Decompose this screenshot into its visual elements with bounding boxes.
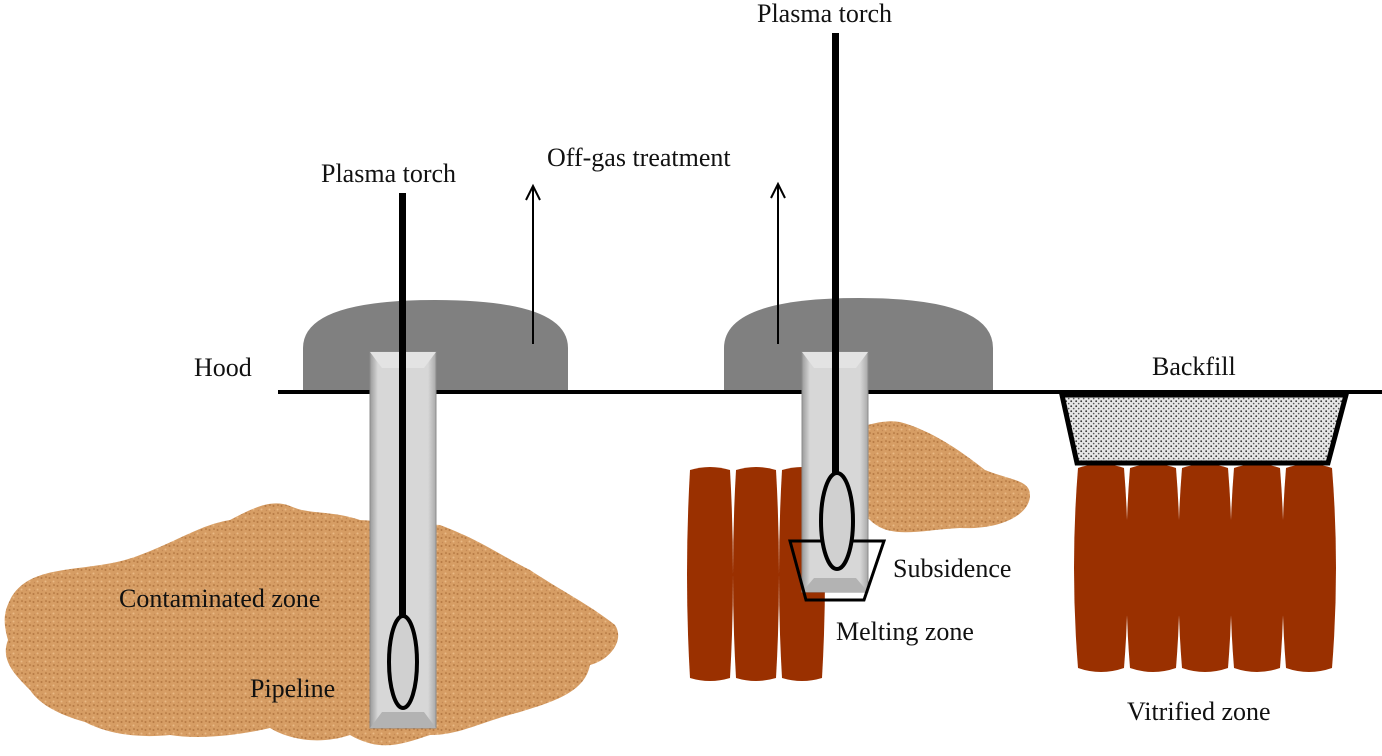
plasma-torch-right-rod bbox=[832, 33, 839, 478]
vitrified-column bbox=[1282, 464, 1336, 672]
plasma-torch-right-label: Plasma torch bbox=[757, 0, 892, 28]
hood-label: Hood bbox=[194, 353, 252, 382]
vitrified-zone-label: Vitrified zone bbox=[1127, 697, 1271, 726]
off-gas-arrow-left bbox=[525, 183, 541, 344]
backfill-label: Backfill bbox=[1152, 352, 1236, 381]
hood-left bbox=[303, 300, 568, 392]
off-gas-treatment-label: Off-gas treatment bbox=[547, 143, 731, 172]
torch-tip-right bbox=[819, 471, 855, 571]
vitrified-column bbox=[1126, 464, 1180, 672]
vitrified-column bbox=[1178, 464, 1232, 672]
contaminated-zone-label: Contaminated zone bbox=[119, 584, 320, 613]
plasma-torch-left-label: Plasma torch bbox=[321, 159, 456, 188]
torch-tip-left bbox=[387, 614, 419, 710]
plasma-torch-left-rod bbox=[399, 193, 406, 618]
off-gas-arrow-right bbox=[770, 181, 786, 344]
vitrified-column bbox=[687, 467, 733, 681]
vitrified-column bbox=[1230, 464, 1284, 672]
subsidence-label: Subsidence bbox=[893, 554, 1011, 583]
vitrified-columns-right bbox=[1074, 464, 1336, 672]
hood-right bbox=[724, 298, 993, 392]
backfill-area bbox=[1058, 392, 1350, 466]
pipeline-label: Pipeline bbox=[250, 674, 335, 703]
melting-zone-label: Melting zone bbox=[836, 617, 974, 646]
soil-patch-right bbox=[830, 421, 1030, 533]
vitrified-column bbox=[1074, 464, 1128, 672]
vitrified-column bbox=[733, 467, 779, 681]
contaminated-zone-soil bbox=[4, 503, 619, 746]
